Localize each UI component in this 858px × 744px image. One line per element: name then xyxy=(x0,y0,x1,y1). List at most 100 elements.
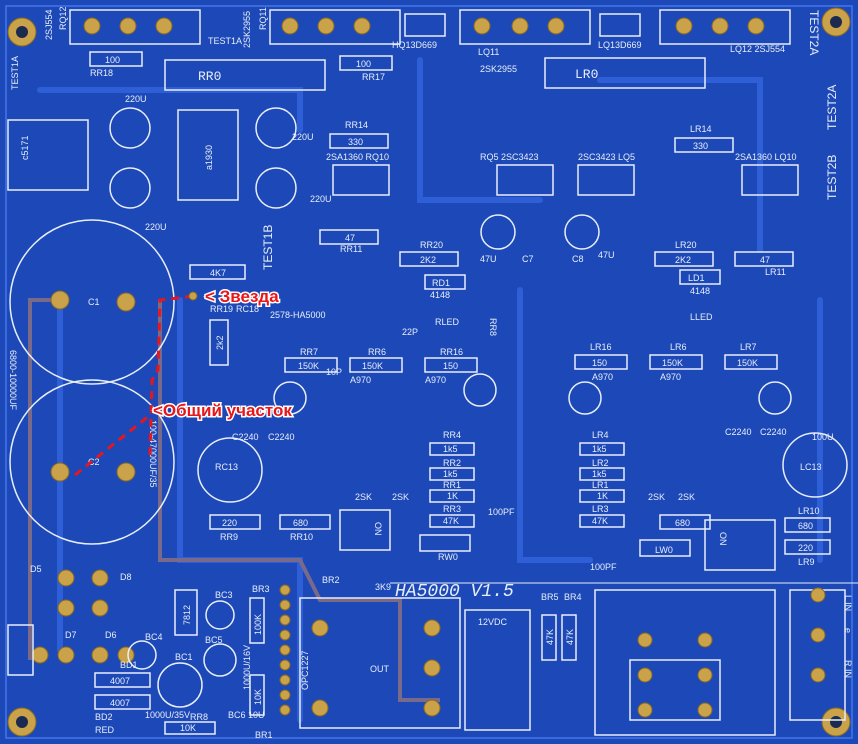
component-outline xyxy=(249,597,265,644)
label: RR19 xyxy=(210,304,233,314)
label: BR2 xyxy=(322,575,340,585)
label: RR11 xyxy=(340,244,362,254)
component-outline xyxy=(463,373,497,407)
power-connectors xyxy=(7,569,135,676)
label: LQ11 xyxy=(478,47,499,57)
component-outline xyxy=(94,672,151,688)
label: 47K xyxy=(565,629,575,645)
silkscreen-label: 1K xyxy=(447,491,458,501)
silkscreen-label: L IN xyxy=(843,595,853,611)
label: 100K xyxy=(253,614,263,635)
label: 2K2 xyxy=(675,255,691,265)
component-outline xyxy=(319,229,379,245)
star-ground-annotation: < Звезда <Общий участок xyxy=(74,286,294,477)
label: BR4 xyxy=(564,592,582,602)
label: c5171 xyxy=(20,135,30,160)
label: LW0 xyxy=(655,545,673,555)
label: 150 xyxy=(592,358,607,368)
label: 4148 xyxy=(690,286,710,296)
label: RR8 xyxy=(488,318,498,336)
label: LC13 xyxy=(800,462,822,472)
component-outline xyxy=(404,13,446,37)
label: RED xyxy=(95,725,115,735)
input-connector[interactable]: L IN e R IN xyxy=(789,587,853,721)
component-outline xyxy=(205,600,235,630)
label: 2SK xyxy=(678,492,695,502)
silkscreen-label: R IN xyxy=(843,660,853,678)
solder-pad xyxy=(50,462,70,482)
label: 220U xyxy=(310,194,332,204)
label: BC5 xyxy=(205,635,223,645)
label: TEST2A xyxy=(825,85,839,130)
label: A970 xyxy=(592,372,613,382)
label: RR8 xyxy=(190,712,208,722)
solder-pad xyxy=(697,702,713,718)
solder-pad xyxy=(188,291,198,301)
component-outline xyxy=(659,9,791,45)
component-outline xyxy=(429,467,475,481)
component-outline xyxy=(674,137,734,153)
component-outline xyxy=(429,489,475,503)
label: OUT xyxy=(370,664,390,674)
component-outline xyxy=(679,269,721,285)
label: 2k2 xyxy=(215,335,225,350)
label: BR1 xyxy=(255,730,273,740)
label: 330 xyxy=(693,141,708,151)
component-outline xyxy=(579,467,625,481)
label: BC3 xyxy=(215,590,233,600)
label: RQ5 2SC3423 xyxy=(480,152,539,162)
label: LR7 xyxy=(740,342,757,352)
silkscreen-label: 1k5 xyxy=(592,444,607,454)
label: 150K xyxy=(737,358,758,368)
label: BD1 xyxy=(120,660,138,670)
solder-pad xyxy=(116,462,136,482)
label: 2SJ554 xyxy=(44,9,54,40)
label: 10P xyxy=(326,367,342,377)
label: 47U xyxy=(598,250,615,260)
component-outline xyxy=(16,26,28,38)
label: C2240 xyxy=(725,427,752,437)
component-outline xyxy=(174,589,198,636)
pcb-graphic xyxy=(148,294,196,456)
label: 220U xyxy=(125,94,147,104)
solder-pad xyxy=(810,667,826,683)
component-outline xyxy=(724,354,778,370)
label: D5 xyxy=(30,564,42,574)
solder-pad xyxy=(119,17,137,35)
solder-pad xyxy=(473,17,491,35)
silkscreen-label: LR3 xyxy=(592,504,609,514)
label: LR0 xyxy=(575,67,598,82)
component-outline xyxy=(419,534,471,552)
component-outline xyxy=(429,514,475,528)
label: LR14 xyxy=(690,124,712,134)
solder-pad xyxy=(423,619,441,637)
silkscreen-label: 1k5 xyxy=(443,444,458,454)
label: RR18 xyxy=(90,68,113,78)
label: LQ13D669 xyxy=(598,40,642,50)
silkscreen-label: RR3 xyxy=(443,504,461,514)
component-outline xyxy=(429,442,475,456)
capacitor-rc13 xyxy=(197,437,263,503)
label: LLED xyxy=(690,312,713,322)
label: RD1 xyxy=(432,278,450,288)
label: RR17 xyxy=(362,72,385,82)
label: BC6 10U xyxy=(228,710,265,720)
solder-pad xyxy=(279,614,291,626)
component-outline xyxy=(279,514,331,530)
solder-pad xyxy=(279,674,291,686)
label: A970 xyxy=(660,372,681,382)
transformer-footprint xyxy=(594,589,776,736)
resistor-lr0 xyxy=(544,57,706,89)
label: 1000U/35V xyxy=(145,710,190,720)
relay-12vdc xyxy=(464,609,531,731)
pcb-graphic xyxy=(28,298,60,660)
component-outline xyxy=(459,9,591,45)
solder-pad xyxy=(50,290,70,310)
label: D8 xyxy=(120,572,132,582)
component-outline xyxy=(9,379,175,545)
label: 680 xyxy=(293,518,308,528)
component-outline xyxy=(339,55,393,71)
component-outline xyxy=(574,354,628,370)
silkscreen-label: 1K xyxy=(597,491,608,501)
component-outline xyxy=(758,381,792,415)
